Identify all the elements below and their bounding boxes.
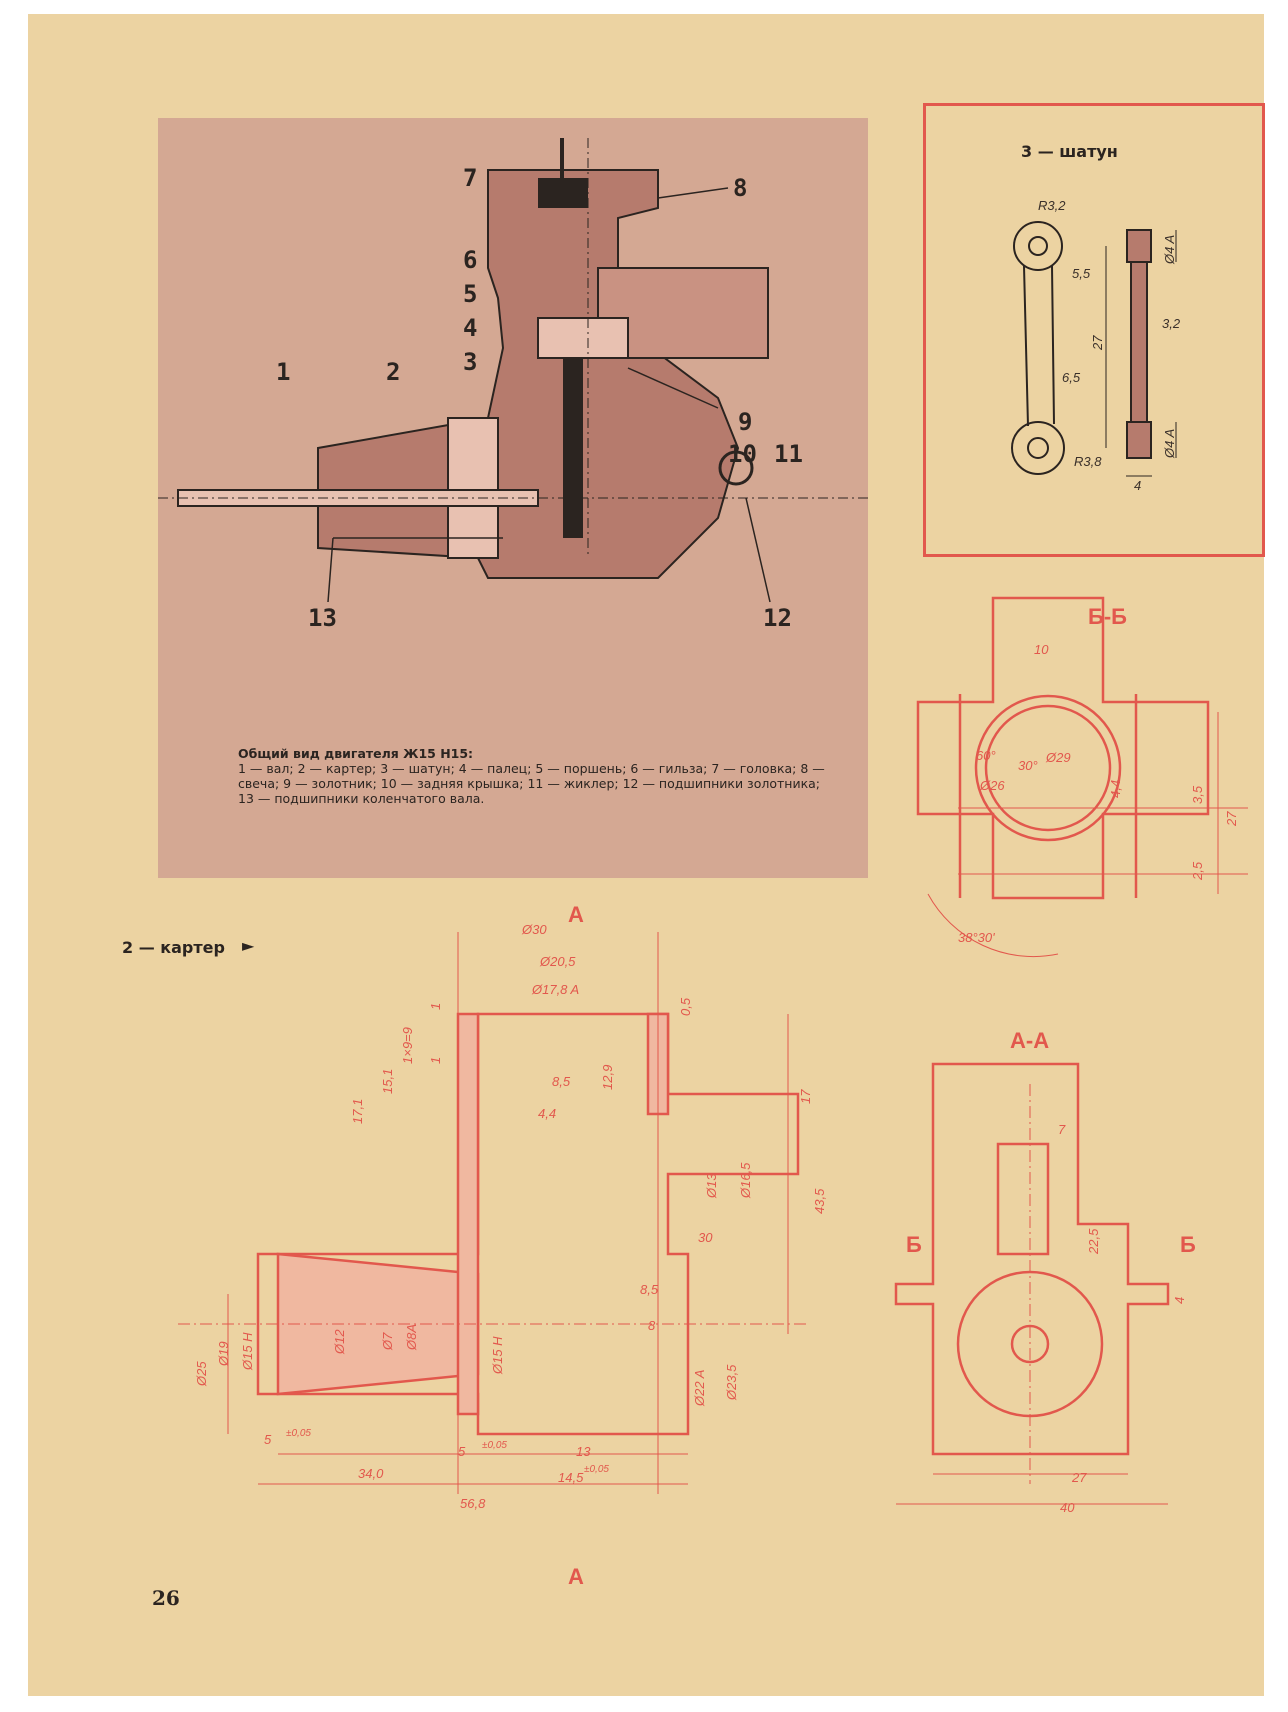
dim-5b: 5 (458, 1444, 466, 1459)
callout-6: 6 (463, 246, 478, 274)
callout-3: 3 (463, 348, 478, 376)
dim-d8a: Ø8A (404, 1323, 419, 1350)
dim-32: 3,2 (1162, 316, 1181, 331)
dim-tol-5a: ±0,05 (286, 1428, 311, 1439)
dim-129: 12,9 (600, 1064, 615, 1090)
dim-4: 4 (1134, 478, 1142, 493)
bb-dim-10: 10 (1034, 642, 1049, 657)
callout-11: 11 (774, 440, 803, 468)
arrow-right-icon: ► (242, 936, 255, 955)
bb-dim-d29: Ø29 (1046, 750, 1071, 765)
bb-dim-27: 27 (1224, 811, 1239, 826)
callout-1: 1 (276, 358, 291, 386)
bb-dim-35: 3,5 (1190, 785, 1205, 804)
aa-dim-7: 7 (1058, 1122, 1066, 1137)
dim-1b: 1 (428, 1056, 443, 1064)
callout-4: 4 (463, 314, 478, 342)
dim-d19: Ø19 (216, 1341, 231, 1366)
dim-d7: Ø7 (380, 1332, 395, 1350)
dim-r32: R3,2 (1038, 198, 1066, 213)
magazine-page: 7 8 6 5 4 3 1 2 9 10 11 12 13 Общий вид … (28, 14, 1265, 1696)
dim-d30: Ø30 (522, 922, 547, 937)
section-b-marker-left: Б (906, 1232, 922, 1257)
dim-d165: Ø16,5 (738, 1162, 753, 1198)
dim-d22a: Ø22 A (692, 1369, 707, 1406)
section-bb-title: Б-Б (1088, 604, 1127, 629)
bb-dim-30: 30° (1018, 758, 1038, 773)
callout-2: 2 (386, 358, 401, 386)
dim-30: 30 (698, 1230, 713, 1245)
dim-d25: Ø25 (194, 1361, 209, 1386)
dim-85a: 8,5 (552, 1074, 571, 1089)
section-a-marker-top: А (568, 902, 584, 927)
dim-340: 34,0 (358, 1466, 384, 1481)
bb-dim-44: 4,4 (1108, 779, 1123, 798)
dim-13: 13 (576, 1444, 591, 1459)
bb-dim-25: 2,5 (1190, 861, 1205, 880)
callout-5: 5 (463, 280, 478, 308)
engine-cutaway-photo: 7 8 6 5 4 3 1 2 9 10 11 12 13 (158, 118, 868, 878)
callout-10: 10 (728, 440, 757, 468)
dim-5a: 5 (264, 1432, 272, 1447)
dim-1x99: 1×9=9 (400, 1027, 415, 1064)
dim-44: 4,4 (538, 1106, 557, 1121)
dim-d15h-right: Ø15 H (490, 1336, 505, 1374)
connecting-rod-panel: 3 — шатун R3,2 Ø4 A 5,5 3,2 27 6,5 Ø4 A … (923, 103, 1265, 557)
dim-d178a: Ø17,8 A (532, 982, 580, 997)
dim-435: 43,5 (812, 1188, 827, 1214)
dim-55: 5,5 (1072, 266, 1091, 281)
dim-d205: Ø20,5 (540, 954, 576, 969)
section-aa-title: А-А (1010, 1028, 1050, 1053)
dim-d13: Ø13 (704, 1173, 719, 1198)
dim-r38: R3,8 (1074, 454, 1102, 469)
callout-8: 8 (733, 174, 748, 202)
dim-d12: Ø12 (332, 1329, 347, 1354)
dim-568: 56,8 (460, 1496, 486, 1511)
section-b-marker-right: Б (1180, 1232, 1196, 1257)
callout-13: 13 (308, 604, 337, 632)
dim-tol-145: ±0,05 (584, 1464, 609, 1475)
crankcase-title: 2 — картер (122, 938, 225, 957)
dim-171: 17,1 (350, 1098, 365, 1124)
dim-17: 17 (798, 1089, 813, 1104)
bb-dim-3830: 38°30' (958, 930, 995, 945)
dim-145: 14,5 (558, 1470, 584, 1485)
dim-85b: 8,5 (640, 1282, 659, 1297)
page-number: 26 (152, 1586, 180, 1610)
callout-7: 7 (463, 164, 478, 192)
aa-dim-40: 40 (1060, 1500, 1075, 1515)
dim-tol-5b: ±0,05 (482, 1440, 507, 1451)
dim-d235: Ø23,5 (724, 1364, 739, 1400)
callout-12: 12 (763, 604, 792, 632)
dim-8: 8 (648, 1318, 656, 1333)
caption-title: Общий вид двигателя Ж15 Н15: (238, 746, 474, 761)
aa-dim-4: 4 (1172, 1296, 1187, 1304)
connecting-rod-title: 3 — шатун (1021, 142, 1118, 161)
connecting-rod-drawing (1011, 221, 1177, 477)
dim-05: 0,5 (678, 997, 693, 1016)
bb-dim-60: 60° (976, 748, 996, 763)
dim-151: 15,1 (380, 1068, 395, 1094)
callout-9: 9 (738, 408, 753, 436)
dim-d15h-left: Ø15 H (240, 1332, 255, 1370)
section-a-marker-bottom: А (568, 1564, 584, 1589)
dim-d4a-bottom: Ø4 A (1162, 428, 1177, 458)
dim-1a: 1 (428, 1002, 443, 1010)
dim-65: 6,5 (1062, 370, 1081, 385)
aa-dim-27: 27 (1072, 1470, 1087, 1485)
caption-text: 1 — вал; 2 — картер; 3 — шатун; 4 — пале… (238, 761, 825, 806)
aa-dim-225: 22,5 (1086, 1228, 1101, 1254)
dim-d4a-top: Ø4 A (1162, 234, 1177, 264)
bb-dim-d26: Ø26 (980, 778, 1005, 793)
figure-caption: Общий вид двигателя Ж15 Н15: 1 — вал; 2 … (238, 746, 838, 806)
dim-27: 27 (1090, 335, 1105, 350)
engine-cutaway-drawing (158, 138, 868, 603)
